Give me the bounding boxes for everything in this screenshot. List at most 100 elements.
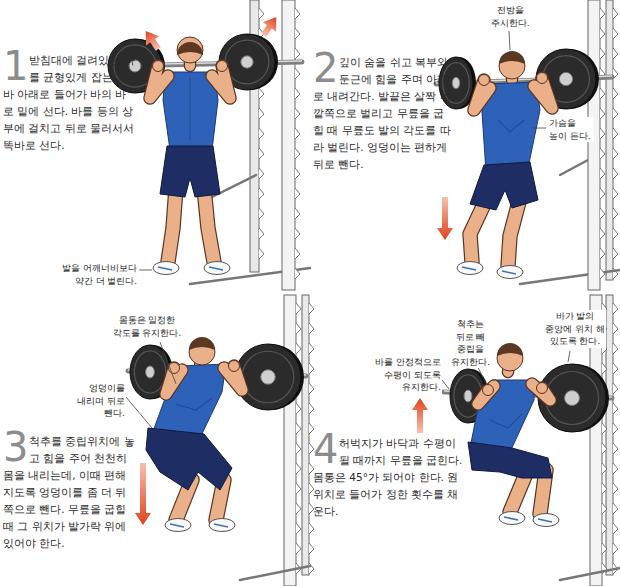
rack-hook xyxy=(613,423,618,434)
plate-hub xyxy=(261,370,276,385)
rack-hook xyxy=(613,248,618,259)
rack-hook xyxy=(296,303,301,314)
rack-hook xyxy=(296,403,301,414)
rack-hook xyxy=(600,108,605,119)
rack-hook xyxy=(296,423,301,434)
plate-hub xyxy=(565,391,580,406)
rack-hook xyxy=(309,343,314,354)
plate-face xyxy=(235,344,301,410)
leg xyxy=(204,188,214,262)
shoe-stripe xyxy=(209,267,223,270)
rack-hook xyxy=(295,68,300,79)
rack-hook xyxy=(296,543,301,554)
tank-top xyxy=(470,380,534,452)
rack-hook xyxy=(613,543,618,554)
rack-hook xyxy=(309,363,314,374)
rack-hook xyxy=(613,403,618,414)
rack-hook xyxy=(295,188,300,199)
rack-hook xyxy=(600,28,605,39)
hair xyxy=(189,337,215,350)
number-spacer xyxy=(313,54,339,84)
leader-line xyxy=(126,397,152,428)
rack-hook xyxy=(600,148,605,159)
rack-hook xyxy=(309,523,314,534)
post xyxy=(282,0,295,290)
shoe xyxy=(165,519,191,532)
rack-post xyxy=(284,295,301,586)
rack-hook xyxy=(613,188,618,199)
rack-hook xyxy=(295,168,300,179)
hair xyxy=(497,343,523,356)
rack-post xyxy=(588,0,605,290)
post xyxy=(606,0,613,280)
hand xyxy=(479,75,490,86)
leg xyxy=(508,198,520,266)
shoe xyxy=(209,519,235,532)
step-description: 척추를 중립위치에 놓고 힘을 주어 천천히 몸을 내리는데, 이때 편해지도록… xyxy=(3,433,135,552)
number-spacer xyxy=(313,435,339,465)
rack-hook xyxy=(613,483,618,494)
rack-hook xyxy=(259,168,264,179)
rack-hook xyxy=(613,503,618,514)
rack-hook xyxy=(309,303,314,314)
rack-hook xyxy=(600,88,605,99)
shirt-shading xyxy=(189,78,190,140)
callout-label: 전방을 주시한다. xyxy=(486,4,534,29)
leader-line xyxy=(532,128,546,129)
plate-hub xyxy=(464,390,472,402)
lifter-figure xyxy=(457,51,552,279)
rack-hook xyxy=(613,168,618,179)
hand xyxy=(483,385,494,396)
callout-label: 몸통은 일정한 각도를 유지한다. xyxy=(110,314,184,339)
number-spacer xyxy=(3,52,29,82)
rack-hook xyxy=(613,323,618,334)
rack-hook xyxy=(259,148,264,159)
leader-line xyxy=(509,31,510,50)
rack-hook xyxy=(613,148,618,159)
head xyxy=(177,37,203,63)
rack-hook xyxy=(613,443,618,454)
shorts xyxy=(468,442,552,478)
motion-arrow xyxy=(139,26,165,53)
plate-ring xyxy=(134,351,165,393)
callout-label: 발을 어깨너비보다 약간 더 벌린다. xyxy=(50,262,138,287)
shirt-shading xyxy=(498,120,524,132)
rack-hook xyxy=(259,188,264,199)
post xyxy=(606,295,613,575)
hand xyxy=(217,61,228,72)
shorts xyxy=(470,162,538,210)
rack-hook xyxy=(296,463,301,474)
rack-hook xyxy=(602,483,607,494)
rack-hook xyxy=(602,363,607,374)
hand xyxy=(153,61,164,72)
motion-arrow xyxy=(437,197,453,240)
lifter-figure xyxy=(150,37,230,275)
rack-post xyxy=(606,295,618,575)
rack-frame xyxy=(560,160,588,175)
callout-label: 엉덩이를 내리며 뒤로 뺀다. xyxy=(60,382,126,420)
rack-hook xyxy=(259,248,264,259)
weight-plate xyxy=(235,344,304,410)
rack-hook xyxy=(600,268,605,279)
rack-hook xyxy=(613,523,618,534)
leader-line xyxy=(139,270,152,271)
rack-hook xyxy=(296,523,301,534)
rack-hook xyxy=(600,188,605,199)
leg-outline xyxy=(168,188,176,262)
rack-hook xyxy=(602,463,607,474)
rack-frame xyxy=(560,568,620,580)
plate-hub xyxy=(241,56,253,68)
rack-hook xyxy=(600,48,605,59)
rack-hook xyxy=(613,383,618,394)
plate-hub xyxy=(146,366,155,378)
hair xyxy=(177,42,203,55)
artwork xyxy=(108,0,620,586)
leader-line xyxy=(568,351,570,362)
rack-hook xyxy=(602,423,607,434)
rack-frame xyxy=(520,270,620,284)
leg-outline xyxy=(204,188,214,262)
shorts xyxy=(146,428,232,490)
step-description: 허벅지가 바닥과 수평이 될 때까지 무릎을 굽힌다. 몸통은 45°가 되어야… xyxy=(313,435,463,520)
